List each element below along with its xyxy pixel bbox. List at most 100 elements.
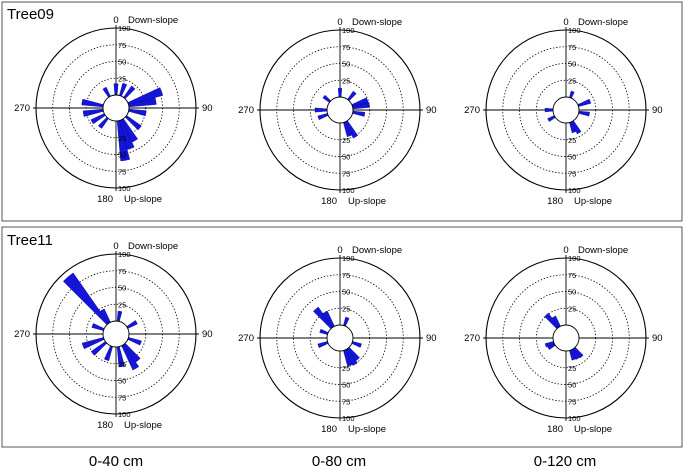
radial-tick-label: 100 <box>118 184 131 193</box>
angle-label-180: 180 <box>321 196 337 207</box>
direction-bar <box>322 94 332 103</box>
up-slope-label: Up-slope <box>124 420 162 431</box>
rose-panel: 252550507575100100090180270Down-slopeUp-… <box>14 241 212 431</box>
center-circle <box>102 94 130 122</box>
radial-tick-label: 25 <box>342 364 350 373</box>
radial-tick-label: 50 <box>342 381 350 390</box>
rose-panel: 252550507575100100090180270Down-slopeUp-… <box>464 245 662 435</box>
direction-bar <box>319 328 329 335</box>
center-circle <box>552 96 580 124</box>
radial-tick-label: 25 <box>342 304 350 313</box>
radial-tick-label: 25 <box>568 76 576 85</box>
direction-bar <box>569 90 575 99</box>
up-slope-label: Up-slope <box>348 196 386 207</box>
direction-bar <box>314 107 328 113</box>
direction-bar <box>128 108 147 117</box>
radial-tick-label: 100 <box>568 414 581 423</box>
row-label-tree11: Tree11 <box>7 232 53 249</box>
angle-label-90: 90 <box>202 329 213 340</box>
angle-label-270: 270 <box>14 329 30 340</box>
column-label-0-80: 0-80 cm <box>312 453 366 470</box>
radial-tick-label: 75 <box>342 43 350 52</box>
direction-bar <box>351 341 362 348</box>
direction-bar <box>127 337 142 346</box>
radial-tick-label: 75 <box>342 169 350 178</box>
radial-tick-label: 100 <box>118 410 131 419</box>
radial-tick-label: 75 <box>342 397 350 406</box>
direction-bar <box>116 310 123 322</box>
radial-tick-label: 25 <box>568 364 576 373</box>
down-slope-label: Down-slope <box>578 17 628 28</box>
center-circle <box>326 324 354 352</box>
panel-row-frame-tree09 <box>1 1 683 222</box>
angle-label-0: 0 <box>113 241 118 252</box>
angle-label-90: 90 <box>652 105 663 116</box>
angle-label-270: 270 <box>238 105 254 116</box>
angle-label-90: 90 <box>652 333 663 344</box>
direction-bar <box>113 83 119 96</box>
angle-label-90: 90 <box>426 333 437 344</box>
angle-label-0: 0 <box>337 17 342 28</box>
rose-plots: 252550507575100100090180270Down-slopeUp-… <box>14 15 662 435</box>
radial-tick-label: 75 <box>118 167 126 176</box>
radial-tick-label: 100 <box>568 186 581 195</box>
direction-bar <box>126 320 138 329</box>
angle-label-0: 0 <box>337 245 342 256</box>
direction-bar <box>317 113 329 120</box>
up-slope-label: Up-slope <box>574 424 612 435</box>
center-circle <box>102 320 130 348</box>
angle-label-180: 180 <box>321 424 337 435</box>
radial-tick-label: 100 <box>342 186 355 195</box>
angle-label-180: 180 <box>97 194 113 205</box>
radial-tick-label: 100 <box>342 414 355 423</box>
angle-label-270: 270 <box>14 103 30 114</box>
radial-tick-label: 50 <box>568 288 576 297</box>
radial-tick-label: 75 <box>118 267 126 276</box>
down-slope-label: Down-slope <box>578 245 628 256</box>
direction-bar <box>91 323 105 331</box>
down-slope-label: Down-slope <box>128 15 178 26</box>
direction-bar <box>343 316 350 327</box>
radial-tick-label: 50 <box>568 153 576 162</box>
radial-tick-label: 50 <box>342 153 350 162</box>
radial-tick-label: 75 <box>118 41 126 50</box>
angle-label-270: 270 <box>464 105 480 116</box>
radial-tick-label: 50 <box>118 284 126 293</box>
angle-label-0: 0 <box>563 245 568 256</box>
direction-bar <box>337 88 343 98</box>
radial-tick-label: 75 <box>118 393 126 402</box>
column-label-0-40: 0-40 cm <box>89 453 143 470</box>
radial-tick-label: 25 <box>568 136 576 145</box>
radial-tick-label: 75 <box>342 271 350 280</box>
radial-tick-label: 100 <box>568 26 581 35</box>
rose-panel: 252550507575100100090180270Down-slopeUp-… <box>238 245 436 435</box>
radial-tick-label: 25 <box>342 136 350 145</box>
direction-bar <box>544 107 554 113</box>
angle-label-0: 0 <box>563 17 568 28</box>
angle-label-90: 90 <box>426 105 437 116</box>
radial-tick-label: 50 <box>342 60 350 69</box>
radial-tick-label: 50 <box>118 151 126 160</box>
direction-bar <box>317 341 329 348</box>
column-label-0-120: 0-120 cm <box>534 453 597 470</box>
radial-tick-label: 100 <box>118 24 131 33</box>
angle-label-270: 270 <box>238 333 254 344</box>
direction-bar <box>578 110 590 117</box>
rose-panel: 252550507575100100090180270Down-slopeUp-… <box>14 15 212 205</box>
radial-tick-label: 100 <box>342 26 355 35</box>
radial-tick-label: 75 <box>568 169 576 178</box>
radial-tick-label: 50 <box>568 60 576 69</box>
radial-tick-label: 25 <box>118 360 126 369</box>
radial-tick-label: 75 <box>568 397 576 406</box>
radial-tick-label: 50 <box>118 58 126 67</box>
down-slope-label: Down-slope <box>128 241 178 252</box>
radial-tick-label: 50 <box>342 288 350 297</box>
up-slope-label: Up-slope <box>124 194 162 205</box>
radial-tick-label: 25 <box>568 304 576 313</box>
radial-tick-label: 25 <box>118 74 126 83</box>
radial-tick-label: 75 <box>568 271 576 280</box>
angle-label-180: 180 <box>547 196 563 207</box>
radial-tick-label: 100 <box>342 254 355 263</box>
direction-bar <box>547 115 556 122</box>
direction-bar <box>62 272 109 326</box>
